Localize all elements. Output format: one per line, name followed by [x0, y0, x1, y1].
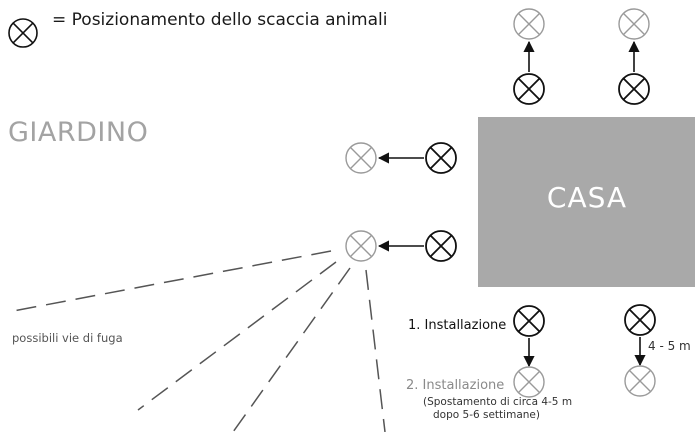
escape-route-line-3	[232, 267, 351, 432]
relocated-position-top-left-icon	[513, 8, 545, 40]
relocation-note-line-2: dopo 5-6 settimane)	[433, 409, 540, 421]
relocated-position-left-lower-icon	[345, 230, 377, 262]
escape-route-line-4	[365, 269, 386, 432]
relocation-note: (Spostamento di circa 4-5 m dopo 5-6 set…	[423, 396, 572, 422]
initial-position-left-upper-icon	[425, 142, 457, 174]
relocated-position-bottom-right-icon	[624, 365, 656, 397]
garden-title: GIARDINO	[8, 117, 149, 148]
first-installation-label: 1. Installazione	[408, 318, 507, 333]
escape-route-line-2	[137, 261, 337, 411]
initial-position-bottom-left-icon	[513, 305, 545, 337]
escape-route-line-1	[7, 250, 332, 313]
legend-text: = Posizionamento dello scaccia animali	[52, 10, 388, 30]
relocated-position-left-upper-icon	[345, 142, 377, 174]
initial-position-top-left-icon	[513, 73, 545, 105]
initial-position-left-lower-icon	[425, 230, 457, 262]
house-box: CASA	[478, 117, 695, 287]
initial-position-bottom-right-icon	[624, 304, 656, 336]
escape-routes-label: possibili vie di fuga	[12, 331, 123, 345]
relocated-position-bottom-left-icon	[513, 366, 545, 398]
legend-symbol-icon	[8, 18, 38, 48]
second-installation-label: 2. Installazione	[406, 378, 505, 393]
initial-position-top-right-icon	[618, 73, 650, 105]
house-label: CASA	[546, 181, 628, 214]
distance-label: 4 - 5 m	[648, 339, 691, 353]
relocation-note-line-1: (Spostamento di circa 4-5 m	[423, 396, 573, 408]
relocated-position-top-right-icon	[618, 8, 650, 40]
